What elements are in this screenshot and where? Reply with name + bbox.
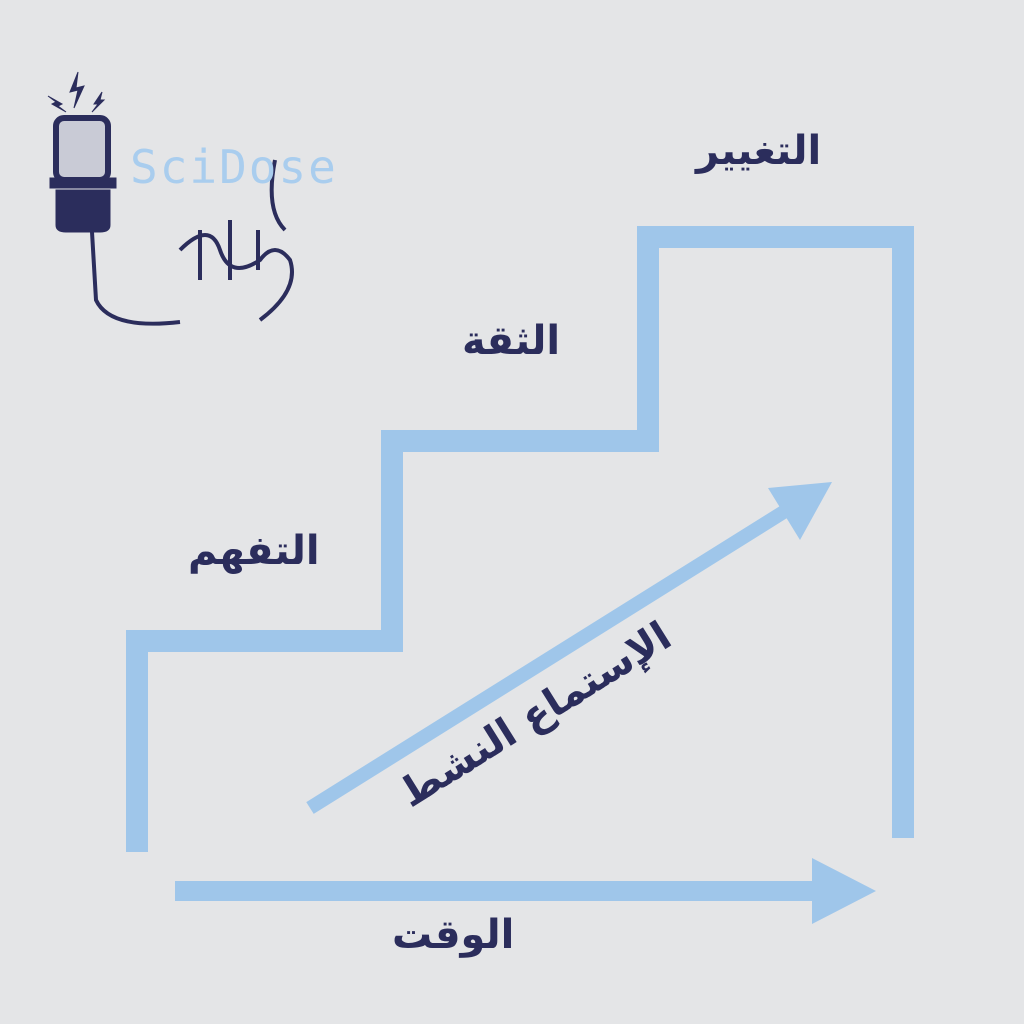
calligraphy-logo — [178, 159, 294, 322]
brand-name: SciDose — [130, 140, 338, 194]
step-label-understanding: التفهم — [188, 528, 320, 574]
step-label-confidence: الثقة — [462, 318, 561, 364]
time-axis-arrow — [175, 858, 876, 924]
step-label-change: التغيير — [696, 128, 822, 174]
microphone-icon — [47, 71, 181, 326]
staircase-line — [126, 226, 914, 852]
time-axis-label: الوقت — [392, 912, 515, 958]
active-listening-arrow — [306, 482, 832, 814]
